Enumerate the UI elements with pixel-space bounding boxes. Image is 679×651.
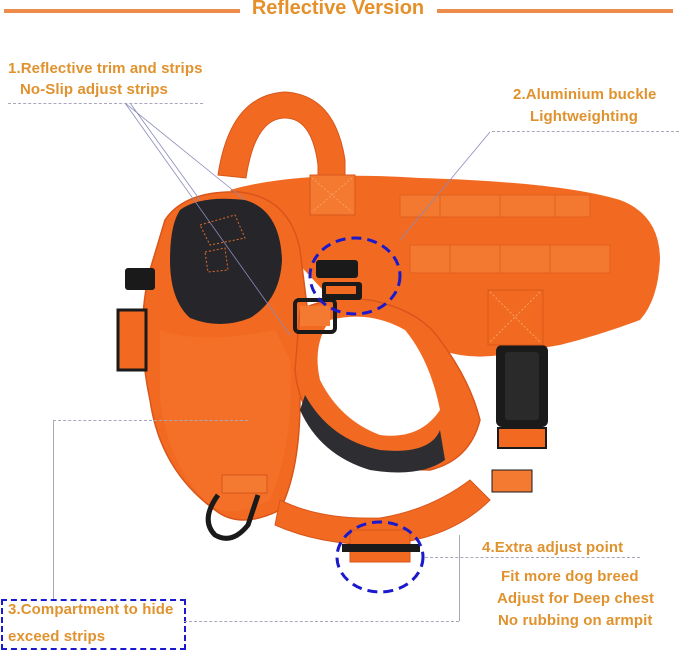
page-title: Reflective Version [251,0,425,19]
buckle-highlight-circle [308,236,402,316]
header-divider-left [4,9,240,13]
callout-3-leader-top [53,420,248,421]
callout-3-title: 3.Compartment to hide [8,601,174,618]
callout-3-leader-right [184,621,459,622]
callout-4-line-3: No rubbing on armpit [498,612,653,629]
callout-2-underline [492,131,679,132]
callout-4-title: 4.Extra adjust point [482,539,624,556]
callout-3-leader-vertical [53,420,54,600]
callout-4-leader [425,557,640,558]
side-release-buckle [491,345,548,493]
connector-lines [124,102,491,336]
callout-1-title: 1.Reflective trim and strips [8,60,203,77]
d-ring [205,474,268,541]
callout-3-box [1,599,186,650]
neck-lining [170,198,282,324]
handle [217,91,346,216]
adjust-point-highlight-circle [335,520,425,594]
callout-4-line-2: Adjust for Deep chest [497,590,655,607]
header-divider-right [437,9,673,13]
extra-adjust-strap [342,529,420,563]
callout-4-line-1: Fit more dog breed [501,568,639,585]
belly-strap [274,479,491,546]
callout-1-subtitle: No-Slip adjust strips [20,81,168,98]
molle-panel [399,194,611,274]
callout-2-subtitle: Lightweighting [530,108,639,125]
callout-2-title: 2.Aluminium buckle [513,86,657,103]
aluminium-buckle [293,260,362,334]
callout-1-underline [8,103,203,104]
callout-3-subtitle: exceed strips [8,628,106,645]
callout-4-leader-vertical [459,535,460,621]
